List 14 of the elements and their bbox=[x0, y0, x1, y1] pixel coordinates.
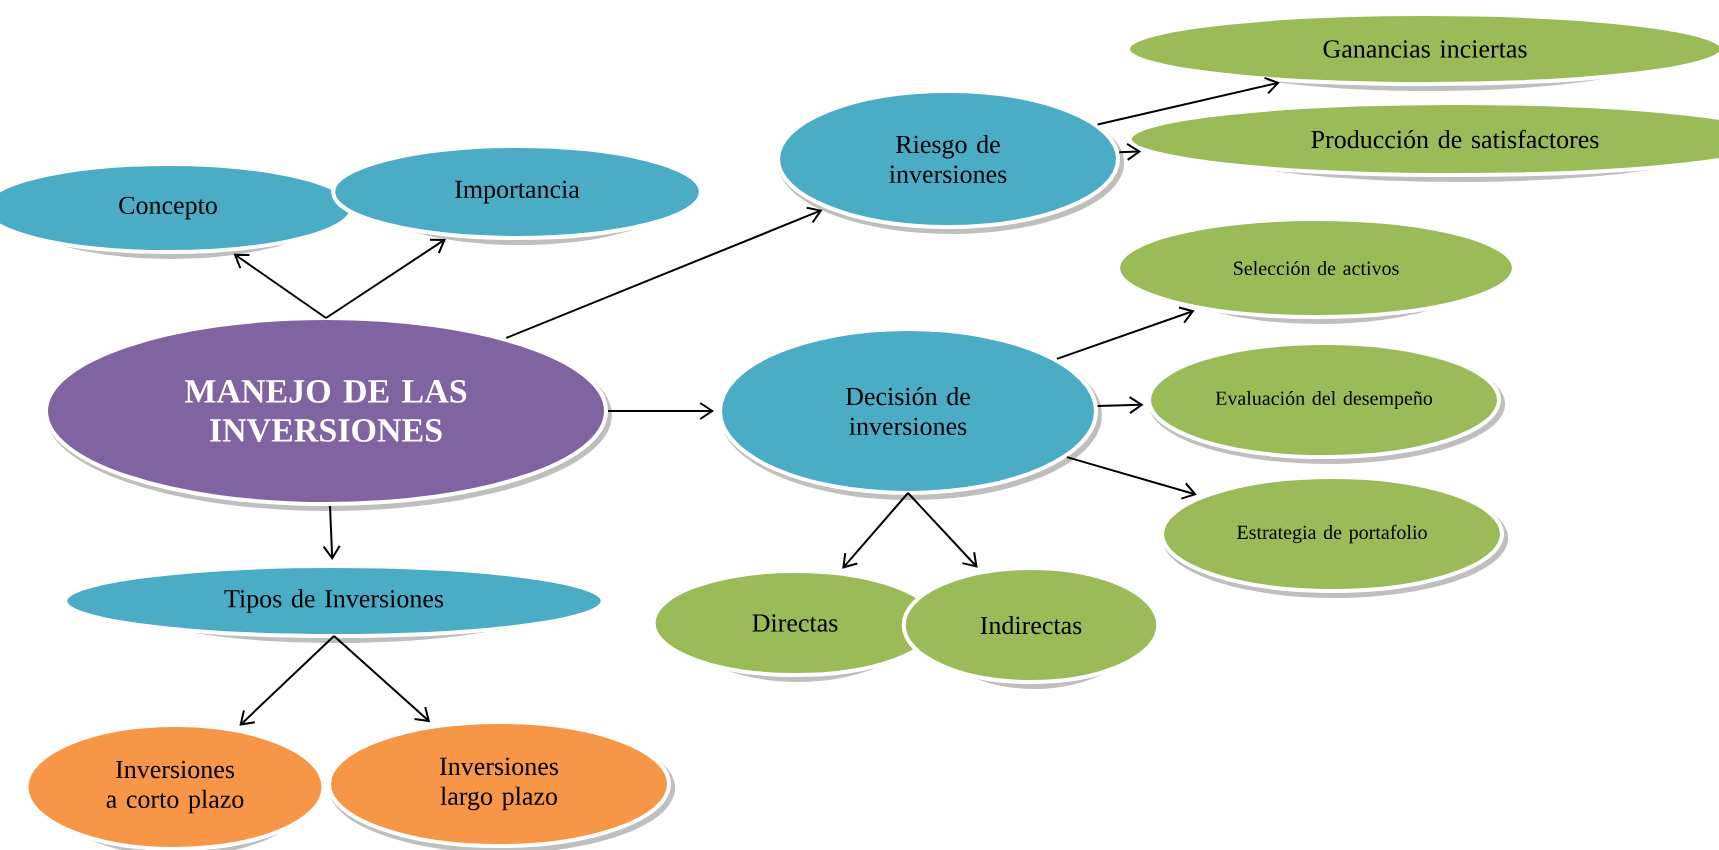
arrow bbox=[505, 206, 823, 339]
arrow bbox=[322, 505, 341, 560]
arrow bbox=[233, 253, 327, 319]
arrow bbox=[1065, 456, 1197, 500]
arrow bbox=[1118, 142, 1142, 161]
arrow bbox=[325, 238, 446, 319]
arrow bbox=[842, 492, 909, 569]
arrow bbox=[1096, 396, 1144, 415]
arrow bbox=[333, 635, 431, 723]
arrow bbox=[907, 492, 978, 568]
arrow bbox=[239, 635, 335, 726]
arrow bbox=[607, 402, 714, 420]
arrow bbox=[1055, 306, 1195, 360]
arrow bbox=[1096, 76, 1280, 126]
